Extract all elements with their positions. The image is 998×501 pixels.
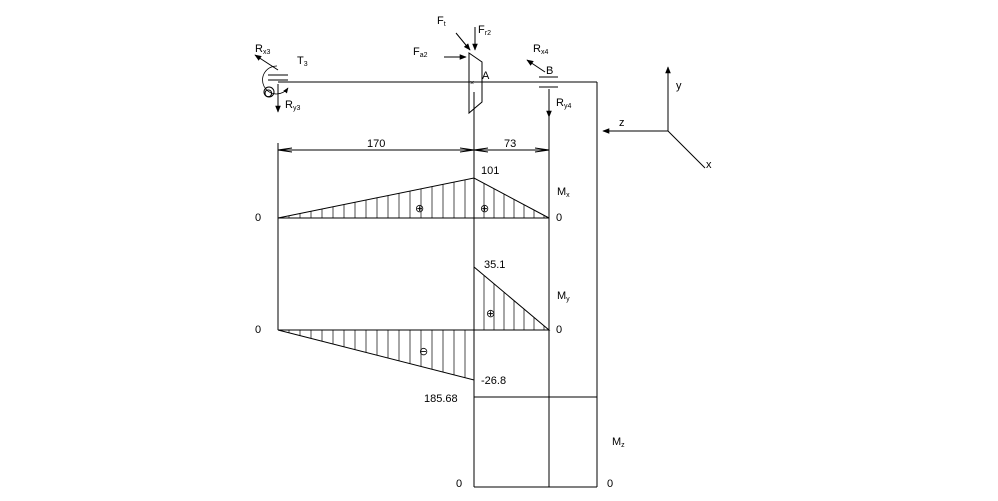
mz-zero-right: 0	[607, 478, 613, 490]
rx3-label: Rx3	[255, 43, 270, 56]
mx-sign-right: ⊕	[480, 203, 489, 215]
fa2-label: Fa2	[413, 46, 428, 59]
mz-label: Mz	[612, 436, 625, 449]
my-zero-right: 0	[556, 324, 562, 336]
mx-label: Mx	[557, 186, 570, 199]
my-zero-left: 0	[255, 324, 261, 336]
point-a-label: A	[482, 70, 490, 82]
point-o-circle	[263, 86, 275, 98]
my-positive-area	[473, 265, 551, 331]
ft-label: Ft	[437, 15, 446, 28]
mx-zero-right: 0	[556, 212, 562, 224]
my-sign-positive: ⊕	[486, 308, 495, 320]
my-sign-negative: ⊖	[419, 346, 428, 358]
x-axis-label: x	[706, 159, 712, 171]
x-axis-line	[667, 130, 706, 169]
dimension-left: 170	[367, 138, 385, 150]
dimension-right: 73	[504, 138, 516, 150]
y-axis-label: y	[676, 80, 682, 92]
mz-diagram: 185.68 0 0 Mz	[424, 393, 625, 490]
rx3-arrow	[254, 54, 279, 71]
point-b-label: B	[546, 65, 553, 77]
right-bearing	[539, 76, 558, 88]
my-negative-area	[277, 329, 475, 381]
my-hatching	[288, 275, 545, 378]
ry4-label: Ry4	[556, 97, 571, 110]
z-axis-label: z	[619, 117, 625, 129]
point-o-label: O	[264, 88, 273, 100]
my-peak-positive: 35.1	[484, 259, 505, 271]
my-peak-negative: -26.8	[481, 375, 506, 387]
mz-value: 185.68	[424, 393, 458, 405]
torque-arc	[262, 65, 289, 95]
left-bearing	[262, 65, 289, 98]
dimension-line: 170 73	[277, 138, 550, 153]
mx-sign-left: ⊕	[415, 203, 424, 215]
my-diagram: 35.1 -26.8 ⊕ ⊖ 0 0 My	[255, 259, 570, 387]
my-label: My	[557, 290, 570, 303]
t3-label: T3	[297, 55, 308, 68]
gear-center-mark: ×	[470, 80, 474, 87]
mx-zero-left: 0	[255, 212, 261, 224]
mx-hatching	[288, 179, 545, 218]
ry3-label: Ry3	[285, 99, 300, 112]
force-diagram: O Rx3 T3 Ry3 × A Ft Fr2 Fa2 B Rx4 Ry4	[254, 15, 598, 487]
mx-peak-value: 101	[481, 165, 499, 177]
mz-zero-left: 0	[456, 478, 462, 490]
mx-area	[277, 177, 550, 219]
bevel-gear	[468, 52, 483, 115]
rx4-arrow	[526, 59, 546, 73]
rx4-label: Rx4	[533, 43, 548, 56]
ft-arrow	[455, 32, 471, 51]
mx-diagram: 101 ⊕ ⊕ 0 0 Mx	[255, 165, 570, 224]
coordinate-axes: y z x	[602, 66, 712, 171]
fr2-label: Fr2	[478, 24, 491, 37]
